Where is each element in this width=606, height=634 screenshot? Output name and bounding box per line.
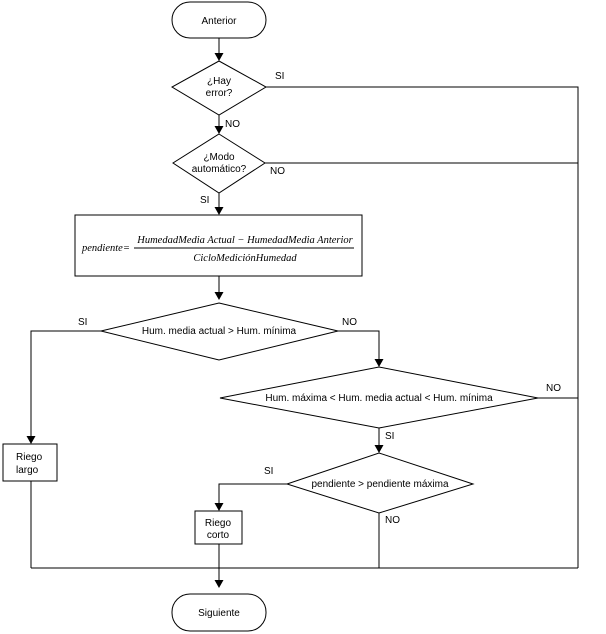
error-decision-line1: ¿Hay — [207, 76, 231, 87]
min-no-label: NO — [342, 317, 357, 328]
short-irrigation-box: Riego corto — [194, 510, 243, 545]
end-label: Siguiente — [198, 608, 240, 619]
mode-decision-line1: ¿Modo — [203, 152, 235, 163]
slope-no-label: NO — [385, 515, 400, 526]
formula-numerator: HumedadMedia Actual − HumedadMedia Anter… — [136, 235, 353, 246]
arrowhead-icon — [214, 53, 224, 61]
arrowhead-icon — [214, 126, 224, 134]
range-humidity-decision: Hum. máxima < Hum. media actual < Hum. m… — [219, 366, 539, 429]
range-humidity-decision-label: Hum. máxima < Hum. media actual < Hum. m… — [265, 393, 493, 404]
arrowhead-icon — [374, 359, 384, 367]
long-irrigation-line1: Riego — [16, 452, 43, 463]
start-terminator: Anterior — [171, 1, 267, 39]
arrowhead-icon — [26, 436, 36, 444]
arrowhead-icon — [214, 292, 224, 300]
range-no-label: NO — [546, 383, 561, 394]
error-decision: ¿Hay error? — [170, 60, 268, 116]
end-terminator: Siguiente — [171, 593, 267, 632]
long-irrigation-box: Riego largo — [2, 443, 58, 482]
error-yes-label: SI — [275, 71, 284, 82]
mode-decision-line2: automático? — [192, 164, 247, 175]
arrowhead-icon — [214, 580, 224, 588]
arrowhead-icon — [214, 207, 224, 215]
slope-decision: pendiente > pendiente máxima — [285, 452, 475, 514]
formula-denominator: CicloMediciónHumedad — [193, 253, 297, 264]
formula-lhs: pendiente= — [81, 243, 130, 254]
slope-decision-label: pendiente > pendiente máxima — [311, 479, 448, 490]
arrowhead-icon — [214, 503, 224, 511]
arrowhead-icon — [374, 445, 384, 453]
edge-error-yes — [266, 86, 579, 568]
min-humidity-decision-label: Hum. media actual > Hum. mínima — [142, 326, 297, 337]
mode-decision: ¿Modo automático? — [172, 133, 266, 194]
min-humidity-decision: Hum. media actual > Hum. mínima — [100, 302, 339, 361]
start-label: Anterior — [201, 16, 237, 27]
short-irrigation-line2: corto — [207, 530, 230, 541]
edge-slope-yes — [218, 483, 287, 510]
slope-yes-label: SI — [264, 466, 273, 477]
min-yes-label: SI — [78, 317, 87, 328]
slope-formula-box: pendiente= HumedadMedia Actual − Humedad… — [74, 214, 363, 277]
error-no-label: NO — [225, 119, 240, 130]
error-decision-line2: error? — [206, 88, 233, 99]
long-irrigation-line2: largo — [16, 465, 39, 476]
connectors — [26, 38, 579, 588]
short-irrigation-line1: Riego — [205, 518, 232, 529]
edge-labels: SI NO NO SI SI NO NO SI SI NO — [78, 71, 561, 526]
mode-yes-label: SI — [200, 195, 209, 206]
edge-min-yes — [30, 330, 101, 443]
edge-min-no — [338, 330, 380, 366]
range-yes-label: SI — [385, 431, 394, 442]
mode-no-label: NO — [270, 166, 285, 177]
